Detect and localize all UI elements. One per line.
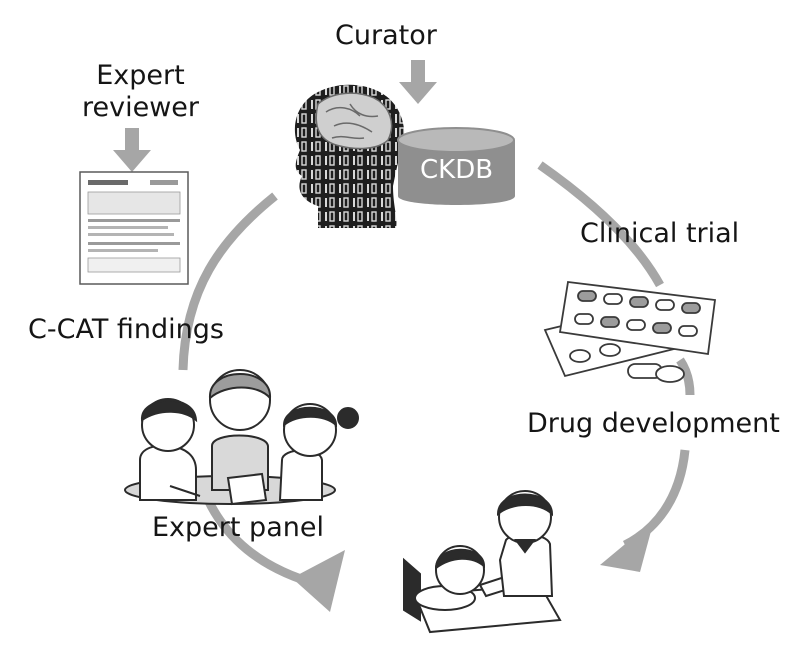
database-cylinder	[397, 127, 515, 205]
arc-top-right	[537, 161, 664, 288]
drug-development-label: Drug development	[527, 408, 780, 439]
expert-reviewer-line2: reviewer	[81, 92, 199, 123]
arc-top-left	[178, 192, 278, 371]
database-label: CKDB	[420, 155, 494, 185]
ai-brain-head-icon	[294, 84, 405, 228]
curator-down-arrow	[399, 60, 437, 104]
expert-panel-people-icon	[124, 369, 359, 506]
patient-in-bed-icon	[403, 490, 562, 634]
curator-label: Curator	[335, 20, 437, 51]
arc-bottom-right	[622, 449, 690, 550]
clinical-trial-label: Clinical trial	[580, 218, 740, 249]
report-document-icon	[79, 171, 189, 285]
ccat-findings-label: C-CAT findings	[28, 314, 224, 345]
medicine-pills-icon	[543, 281, 717, 383]
arrowhead-bottom-right	[600, 520, 654, 572]
expert-reviewer-line1: Expert	[96, 60, 185, 91]
reviewer-down-arrow	[113, 128, 151, 172]
arrowhead-bottom-left	[292, 550, 345, 612]
arc-right-mid	[676, 357, 695, 396]
expert-reviewer-label: Expert reviewer	[78, 60, 203, 124]
expert-panel-label: Expert panel	[152, 512, 324, 543]
